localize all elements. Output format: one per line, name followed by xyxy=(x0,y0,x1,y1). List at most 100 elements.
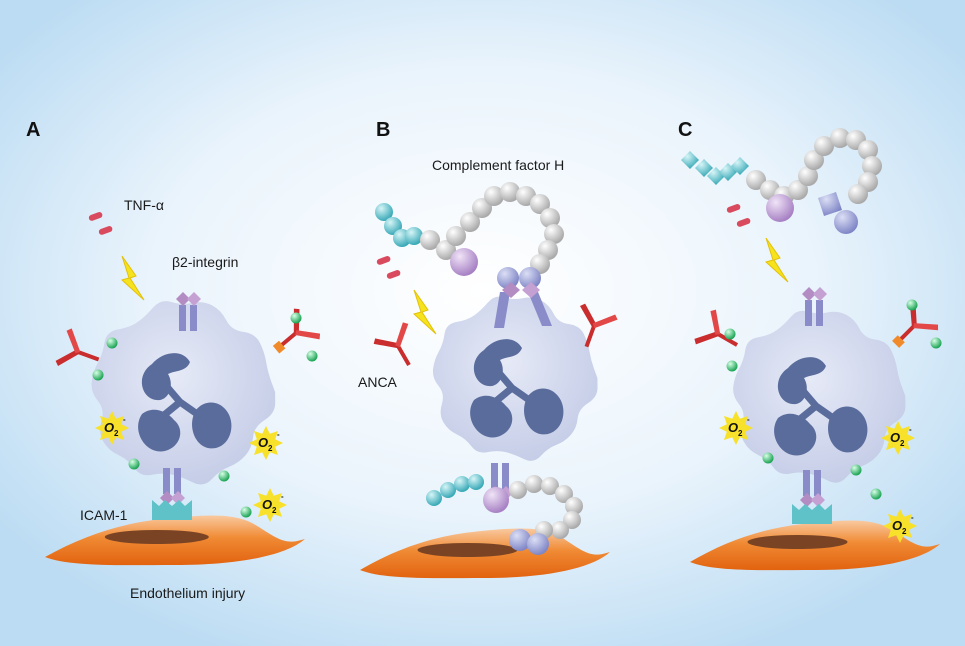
superoxide-star xyxy=(881,421,915,455)
nucleus-bridge xyxy=(486,370,536,410)
nucleus-lobe xyxy=(473,339,522,387)
cfh-ccp-domain xyxy=(484,186,504,206)
tnf-alpha-molecule xyxy=(736,218,751,227)
antibody-fc xyxy=(77,350,100,362)
antigen-bead xyxy=(240,506,252,518)
antigen-bead xyxy=(726,360,738,372)
tnf-alpha-molecule xyxy=(376,256,391,265)
cfh-binding-node xyxy=(818,192,842,216)
integrin-head xyxy=(802,287,816,301)
cfh-binding-node xyxy=(509,529,531,551)
superoxide-subscript: 2 xyxy=(738,429,743,438)
nucleus-lobe xyxy=(774,413,817,456)
integrin-stalk xyxy=(491,463,498,489)
icam1-receptor xyxy=(152,500,192,520)
antibody-fc xyxy=(717,332,739,347)
superoxide-star xyxy=(883,509,917,543)
neutrophil-b xyxy=(432,296,598,461)
cfh-binding-node xyxy=(766,194,794,222)
superoxide-charge: - xyxy=(281,492,284,501)
cfh-ccp-domain xyxy=(862,156,882,176)
cfh-ccp-domain xyxy=(509,481,527,499)
icam1-label: ICAM-1 xyxy=(80,507,128,523)
nucleus-lobe xyxy=(141,353,190,401)
cfh-ccp-domain xyxy=(454,476,470,492)
cfh-binding-node xyxy=(483,487,509,513)
antigen-bead xyxy=(128,458,140,470)
cfh-binding-node xyxy=(834,210,858,234)
anca-antibody-c-left xyxy=(694,309,739,347)
superoxide-star xyxy=(95,411,129,445)
superoxide-o: O xyxy=(104,420,114,435)
activation-bolt-icon xyxy=(120,255,145,301)
cfh-ccp-domain xyxy=(848,184,868,204)
antibody-fc xyxy=(584,325,596,348)
anca-antibody-a-left xyxy=(55,328,100,367)
integrin-head xyxy=(522,282,540,298)
antibody-fc-tip xyxy=(892,335,905,348)
endothelial-nucleus xyxy=(747,535,848,549)
antibody-fab xyxy=(592,314,618,329)
anca-antibody-b-right xyxy=(579,303,618,348)
antigen-bead xyxy=(92,369,104,381)
integrin-stalk xyxy=(179,305,186,331)
integrin-head xyxy=(811,493,825,507)
antibody-fab xyxy=(395,322,409,348)
beta2-integrin-c-bottom xyxy=(800,470,825,507)
superoxide-subscript: 2 xyxy=(272,506,277,515)
cfh-ccp-domain xyxy=(440,482,456,498)
complement-factor-h-label: Complement factor H xyxy=(432,157,564,173)
nucleus-bridge xyxy=(154,384,204,424)
superoxide-subscript: 2 xyxy=(902,527,907,536)
antibody-fab xyxy=(66,328,81,354)
endothelial-nucleus xyxy=(417,543,518,557)
cfh-ccp-domain xyxy=(541,477,559,495)
cfh-ccp-domain xyxy=(530,194,550,214)
endothelial-cell xyxy=(45,515,305,566)
cfh-ccp-domain xyxy=(814,136,834,156)
integrin-head xyxy=(800,493,814,507)
cfh-ccp-domain xyxy=(555,485,573,503)
complement-factor-h-chain xyxy=(420,182,564,274)
nucleus-bridge xyxy=(790,388,840,428)
icam1-receptor xyxy=(792,504,832,524)
cfh-ccp-domain xyxy=(420,230,440,250)
cfh-ccp-domain xyxy=(830,128,850,148)
tnf-alpha-molecule xyxy=(726,204,741,213)
anca-antibody-b-left xyxy=(373,322,411,367)
cfh-ccp-domain xyxy=(551,521,569,539)
cfh-binding-node xyxy=(450,248,478,276)
cfh-ccp-domain xyxy=(525,475,543,493)
superoxide-charge: - xyxy=(123,415,126,424)
cfh-ccp-domain xyxy=(436,240,456,260)
superoxide-charge: - xyxy=(277,430,280,439)
neutrophil-membrane xyxy=(91,301,276,485)
integrin-head xyxy=(813,287,827,301)
integrin-stalk xyxy=(803,470,810,496)
endothelial-nucleus xyxy=(104,530,209,544)
integrin-head xyxy=(171,491,185,505)
nucleus-lobe xyxy=(777,357,826,405)
panel-letter-a: A xyxy=(26,119,40,141)
antigen-bead xyxy=(724,328,736,340)
endothelial-cell xyxy=(690,520,940,571)
antibody-fc-tip xyxy=(272,340,286,354)
cfh-ccp-domain xyxy=(460,212,480,232)
antibody-fab xyxy=(373,338,399,349)
cfh-ccp-domain xyxy=(544,224,564,244)
superoxide-star xyxy=(249,426,283,460)
cfh-ccp-domain xyxy=(858,140,878,160)
cfh-ccp-domain xyxy=(681,151,699,169)
superoxide-subscript: 2 xyxy=(900,439,905,448)
antibody-fab xyxy=(913,323,939,331)
tnf-alpha-molecule xyxy=(98,226,113,235)
cfh-ccp-domain xyxy=(746,170,766,190)
beta2-integrin-label: β2-integrin xyxy=(172,254,238,270)
neutrophil-c xyxy=(733,310,906,483)
integrin-stalk xyxy=(816,300,823,326)
superoxide-charge: - xyxy=(911,513,914,522)
superoxide-o: O xyxy=(892,518,902,533)
